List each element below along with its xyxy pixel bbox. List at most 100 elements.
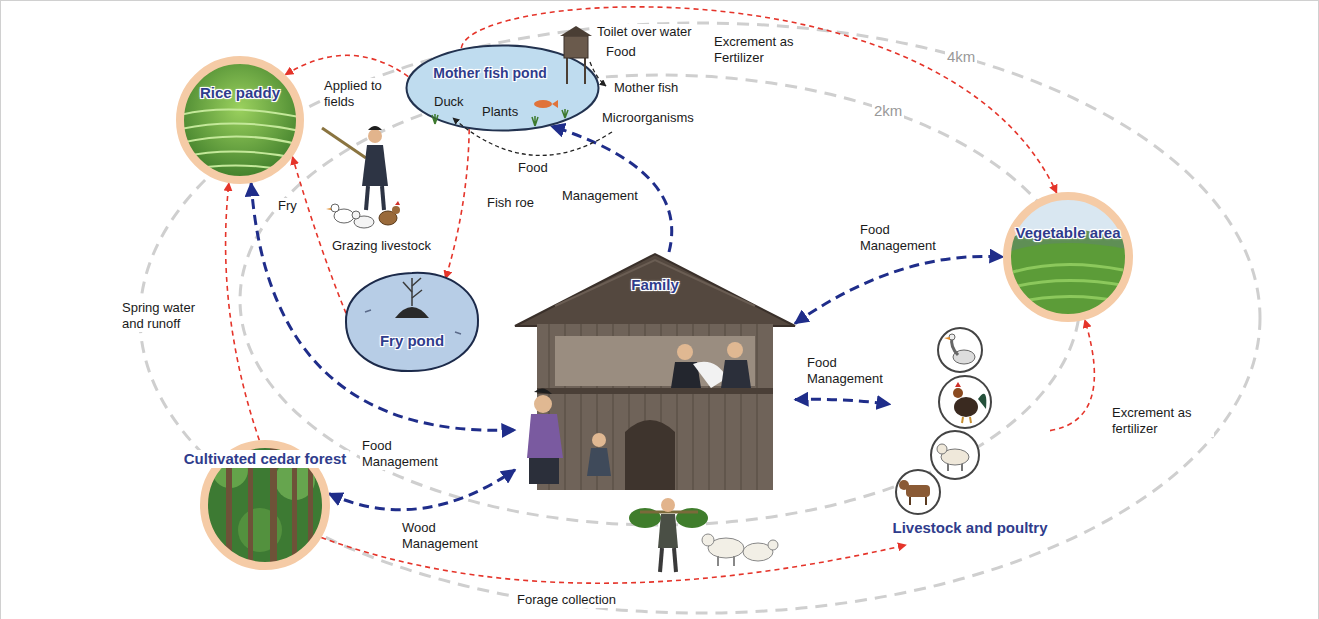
livestock-group-drawing-part	[899, 480, 909, 490]
family-house-drawing-part	[515, 254, 795, 326]
flow-label: Management	[560, 188, 640, 204]
livestock-group-drawing-part	[938, 328, 982, 372]
fry-pond-drawing	[345, 272, 479, 372]
mother-fish-pond-drawing-part	[552, 100, 558, 108]
material-flow-arrow	[446, 129, 470, 278]
family-house-drawing-part	[592, 433, 606, 447]
mother-fish-pond-drawing-part-part	[562, 109, 568, 118]
flow-label: Spring water and runoff	[120, 300, 212, 332]
family-house: Family	[515, 252, 795, 490]
forage-carrier-figure-part	[660, 548, 662, 572]
vegetable-area-circle-drawing-part	[1007, 196, 1129, 318]
mother-fish-pond-drawing-part	[534, 100, 552, 108]
family-house-drawing-part	[534, 388, 552, 394]
family-house-drawing-part	[534, 395, 552, 413]
fry-pond-drawing-part-part	[412, 290, 422, 298]
livestock-group-drawing-part	[953, 388, 963, 398]
vegetable-area-circle-drawing-part	[1003, 192, 1133, 322]
part-label: Mother fish	[612, 80, 680, 96]
forage-carrier-figure-part	[674, 548, 676, 572]
livestock-group-drawing-part	[970, 417, 971, 423]
livestock-group-drawing-part	[896, 470, 940, 514]
grazing-birds-part	[392, 206, 400, 214]
herder-figure-part	[362, 145, 388, 186]
rice-paddy-circle-drawing-part	[180, 60, 300, 180]
node-title: Family	[631, 276, 679, 294]
management-flow-arrow	[551, 126, 671, 252]
herder-figure-part	[382, 186, 384, 210]
grazing-birds	[326, 201, 400, 228]
grazing-birds-part	[326, 208, 331, 210]
forage-carrier-figure-part	[661, 498, 675, 512]
family-house-drawing-part	[555, 260, 755, 306]
node-title: Fry pond	[380, 332, 444, 350]
management-flow-arrow	[251, 183, 515, 430]
livestock-group-drawing-part	[962, 417, 963, 423]
herder-figure	[322, 126, 388, 210]
family-house-drawing-part	[625, 420, 675, 490]
goats-figure-part	[733, 556, 735, 566]
rice-paddy-circle-drawing-part-part	[176, 123, 304, 132]
mother-fish-pond-drawing-part	[584, 58, 586, 84]
node-title: Livestock and poultry	[892, 519, 1047, 537]
node-title: Mother fish pond	[433, 64, 547, 82]
livestock-group-drawing-part	[937, 444, 947, 454]
management-flow-arrow	[329, 470, 515, 510]
node-title: Vegetable area	[1015, 224, 1120, 242]
vegetable-area-circle-drawing	[1003, 192, 1133, 322]
vegetable-area-circle-drawing-part-part	[1003, 243, 1133, 322]
livestock-group-drawing-part	[954, 397, 978, 417]
family-house-drawing-part	[537, 324, 773, 490]
management-flow-arrow	[795, 399, 890, 404]
management-flow-arrow	[795, 256, 1003, 323]
flow-label: Forage collection	[515, 592, 618, 608]
forage-carrier-figure-part	[658, 514, 678, 548]
livestock-group: Livestock and poultry	[890, 325, 1050, 545]
livestock-group-drawing-part	[931, 431, 979, 479]
herder-figure-part	[368, 126, 382, 130]
node-title: Cultivated cedar forest	[181, 450, 350, 468]
goats-figure-part	[702, 534, 714, 546]
mother-fish-pond-drawing-part	[560, 26, 592, 36]
fry-pond-drawing-part	[346, 273, 478, 371]
family-house-drawing-part	[537, 388, 773, 394]
fry-pond-drawing-part-part	[412, 278, 421, 286]
livestock-group-drawing-part	[961, 464, 963, 471]
family-house-drawing-part	[529, 458, 559, 484]
mother-fish-pond-drawing-part	[453, 118, 612, 155]
flow-label: Excrement as Fertilizer	[712, 34, 816, 66]
fry-pond-drawing-part	[395, 307, 429, 318]
livestock-group-drawing-part	[925, 497, 927, 505]
fry-pond-drawing-part-part	[403, 282, 412, 292]
herder-figure-part	[322, 128, 366, 158]
rice-paddy-circle-drawing-part-part	[176, 165, 304, 174]
distance-label: 4km	[945, 48, 977, 66]
vegetable-area-circle: Vegetable area	[1003, 192, 1133, 322]
fry-pond: Fry pond	[345, 272, 479, 372]
herder-figure-part	[368, 129, 382, 143]
mother-fish-pond-drawing-part-part	[432, 114, 438, 124]
livestock-group-drawing-part	[947, 464, 949, 471]
flow-label: Excrement as fertilizer	[1110, 405, 1214, 437]
rice-paddy-circle: Rice paddy	[176, 56, 304, 184]
material-flow-arrow	[285, 55, 408, 76]
rice-paddy-circle-drawing-part-part	[176, 109, 304, 118]
livestock-group-drawing-part	[939, 376, 991, 428]
family-house-drawing-part	[727, 342, 743, 358]
herder-figure-part	[366, 186, 368, 210]
part-label: Grazing livestock	[330, 238, 433, 254]
forage-carrier-figure	[629, 498, 708, 572]
livestock-group-drawing-part	[955, 382, 961, 387]
rice-paddy-circle-drawing	[176, 56, 304, 184]
distance-ring-2km	[240, 75, 1080, 525]
goats-figure-part	[768, 540, 778, 550]
flow-label: Food Management	[360, 438, 448, 470]
mother-fish-pond-drawing-part	[590, 62, 606, 86]
mother-fish-pond-drawing-part-part	[532, 116, 538, 126]
family-house-drawing-part	[527, 414, 563, 458]
distance-label: 2km	[872, 102, 904, 120]
material-flow-arrow	[1050, 320, 1094, 431]
family-house-drawing-part	[587, 448, 611, 476]
mother-fish-pond-drawing-part	[564, 36, 588, 58]
